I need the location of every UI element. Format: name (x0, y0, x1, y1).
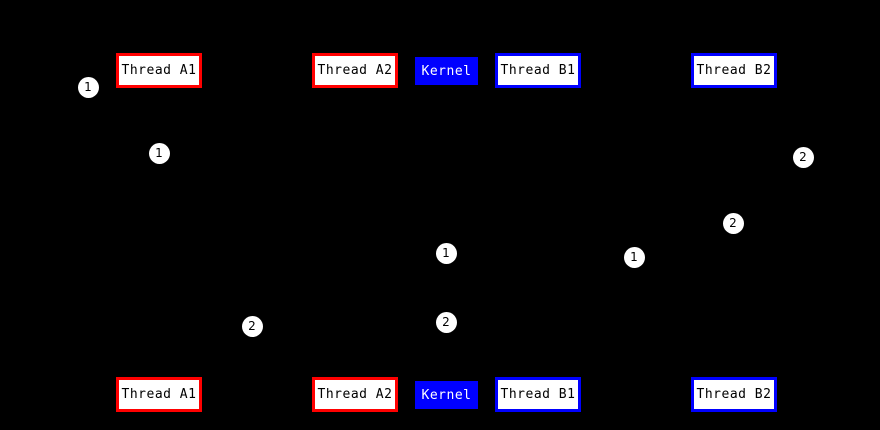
participant-label: Thread A1 (121, 387, 197, 402)
participant-label: Thread A1 (121, 63, 197, 78)
participant-box-kernel-bottom[interactable]: Kernel (415, 381, 478, 409)
participant-label: Thread B2 (696, 63, 772, 78)
sequence-badge-badge-2d: 2 (435, 311, 457, 333)
sequence-badge-badge-1d: 1 (623, 246, 645, 268)
sequence-badge-badge-1a: 1 (77, 76, 99, 98)
lifeline-thread-a2 (355, 88, 356, 377)
sequence-badge-badge-1b: 1 (148, 142, 170, 164)
participant-box-thread-a1-bottom[interactable]: Thread A1 (116, 377, 202, 412)
participant-label: Kernel (421, 63, 472, 79)
participant-box-thread-a2-bottom[interactable]: Thread A2 (312, 377, 398, 412)
participant-label: Thread B1 (500, 387, 576, 402)
sequence-badge-badge-2c: 2 (241, 315, 263, 337)
participant-box-thread-a1-top[interactable]: Thread A1 (116, 53, 202, 88)
message-arrow-msg-2-kernel (355, 322, 446, 323)
participant-box-thread-b1-top[interactable]: Thread B1 (495, 53, 581, 88)
participant-box-thread-b1-bottom[interactable]: Thread B1 (495, 377, 581, 412)
participant-label: Thread A2 (317, 387, 393, 402)
sequence-badge-badge-2b: 2 (722, 212, 744, 234)
participant-label: Thread B2 (696, 387, 772, 402)
participant-label: Thread A2 (317, 63, 393, 78)
lifeline-thread-a1 (159, 88, 160, 377)
participant-box-kernel-top[interactable]: Kernel (415, 57, 478, 85)
participant-box-thread-b2-bottom[interactable]: Thread B2 (691, 377, 777, 412)
participant-label: Thread B1 (500, 63, 576, 78)
participant-box-thread-a2-top[interactable]: Thread A2 (312, 53, 398, 88)
sequence-badge-badge-2a: 2 (792, 146, 814, 168)
lifeline-thread-b1 (538, 88, 539, 377)
sequence-badge-badge-1c: 1 (435, 242, 457, 264)
participant-label: Kernel (421, 387, 472, 403)
message-arrow-msg-1-kernel (446, 253, 538, 254)
participant-box-thread-b2-top[interactable]: Thread B2 (691, 53, 777, 88)
lifeline-kernel (446, 85, 447, 381)
